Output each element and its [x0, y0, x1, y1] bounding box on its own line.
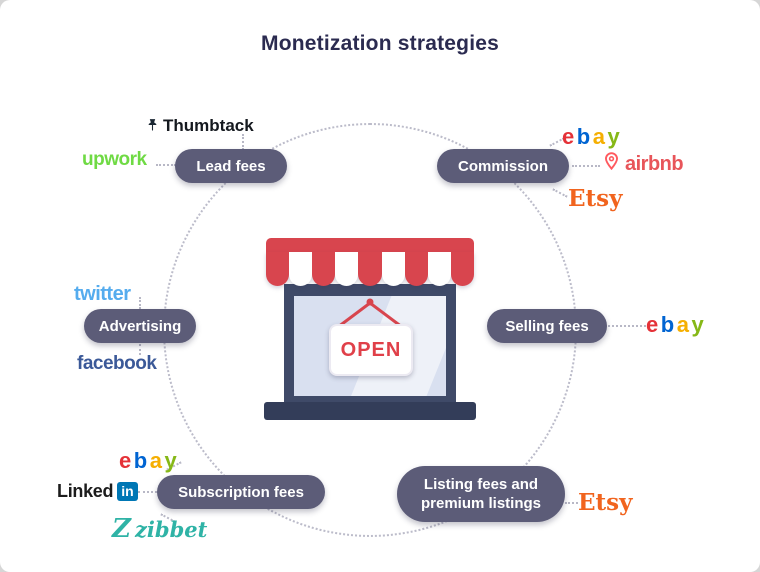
- upwork-wordmark: upwork: [82, 149, 147, 170]
- airbnb-belo-icon: [602, 152, 621, 176]
- linkedin-wordmark: Linked: [57, 481, 114, 501]
- node-label: Lead fees: [196, 157, 266, 175]
- connector: [138, 491, 157, 493]
- zibbet-logo: Z zibbet: [112, 514, 207, 544]
- airbnb-logo: airbnb: [602, 152, 684, 176]
- thumbtack-pin-icon: [146, 116, 159, 136]
- connector: [242, 134, 244, 150]
- connector: [565, 502, 578, 504]
- connector: [139, 344, 141, 355]
- facebook-logo: facebook: [77, 353, 157, 375]
- linkedin-logo: Linked in: [57, 481, 138, 502]
- etsy-logo: Etsy: [568, 185, 622, 212]
- connector: [572, 165, 600, 167]
- node-selling-fees: Selling fees: [487, 309, 607, 343]
- etsy-logo: Etsy: [578, 489, 632, 516]
- storefront-awning: [266, 238, 474, 286]
- awning-band: [266, 238, 474, 252]
- node-subscription-fees: Subscription fees: [157, 475, 325, 509]
- open-sign-text: OPEN: [340, 338, 402, 361]
- zibbet-wordmark: zibbet: [134, 516, 208, 542]
- airbnb-wordmark: airbnb: [625, 152, 684, 175]
- twitter-wordmark: twitter: [74, 283, 131, 305]
- facebook-wordmark: facebook: [77, 353, 157, 374]
- upwork-logo: upwork: [82, 149, 147, 171]
- connector: [608, 325, 646, 327]
- open-sign: OPEN: [329, 324, 413, 376]
- node-commission: Commission: [437, 149, 569, 183]
- node-advertising: Advertising: [84, 309, 196, 343]
- thumbtack-logo: Thumbtack: [146, 116, 254, 136]
- connector: [156, 164, 176, 166]
- node-label-line2: premium listings: [420, 495, 542, 512]
- node-lead-fees: Lead fees: [175, 149, 287, 183]
- etsy-wordmark: Etsy: [578, 489, 633, 516]
- connector: [552, 188, 568, 198]
- storefront-illustration: OPEN: [256, 238, 484, 424]
- zibbet-mark-icon: Z: [112, 514, 131, 544]
- awning-scallops: [266, 252, 474, 286]
- linkedin-in-icon: in: [117, 482, 138, 501]
- connector: [139, 297, 141, 309]
- etsy-wordmark: Etsy: [568, 185, 623, 212]
- thumbtack-wordmark: Thumbtack: [163, 116, 254, 135]
- node-label: Commission: [457, 157, 548, 175]
- node-label: Advertising: [98, 317, 182, 335]
- node-label: Selling fees: [505, 317, 589, 335]
- storefront-base: [264, 402, 476, 420]
- node-listing-fees: Listing fees and premium listings: [397, 466, 565, 522]
- sign-hanger-icon: [337, 298, 403, 329]
- page-title: Monetization strategies: [261, 32, 499, 55]
- node-label: Subscription fees: [178, 483, 304, 501]
- node-label-line1: Listing fees and: [423, 475, 539, 493]
- twitter-logo: twitter: [74, 283, 131, 306]
